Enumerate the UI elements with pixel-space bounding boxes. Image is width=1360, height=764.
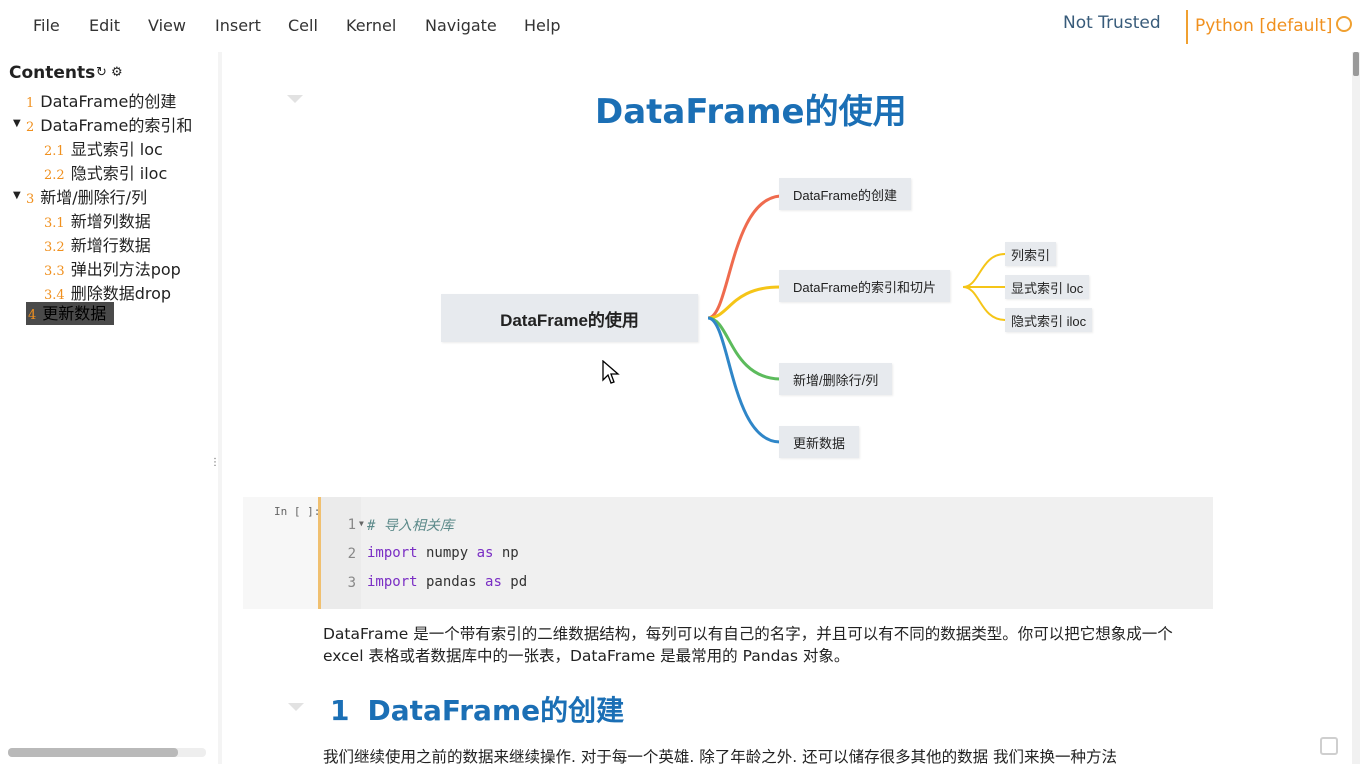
toc-item-1[interactable]: 1 DataFrame的创建 [26,88,176,112]
mindmap-leaf-loc: 显式索引 loc [1005,275,1090,299]
notebook-left-border [218,52,222,764]
toc-item-number: 4 [28,308,37,323]
toc-item-label: 新增行数据 [70,236,151,255]
toc-item-4-active[interactable]: 4 更新数据 [26,302,114,325]
toc-item-number: 2 [26,120,35,135]
mouse-cursor-icon [602,360,620,384]
intro-paragraph: DataFrame 是一个带有索引的二维数据结构，每列可以有自己的名字，并且可以… [323,625,1173,665]
code-editor[interactable] [318,497,1213,609]
toc-item-label: DataFrame的创建 [40,92,177,111]
code-line-3: import pandas as pd [367,574,528,590]
toc-item-3-3[interactable]: 3.3 弹出列方法pop [44,256,181,280]
kernel-separator [1186,10,1188,44]
sub-line-col-index [962,253,1006,288]
toc-item-label: 删除数据drop [70,284,172,303]
toc-item-number: 1 [26,96,35,111]
toc-item-number: 3.3 [44,264,65,279]
caret-down-icon[interactable]: ▼ [13,190,21,201]
toc-item-2-1[interactable]: 2.1 显式索引 loc [44,136,163,160]
mindmap-node-update: 更新数据 [779,426,860,458]
toc-item-label: 新增列数据 [70,212,151,231]
section-paragraph: 我们继续使用之前的数据来继续操作. 对于每一个英雄. 除了年龄之外. 还可以储存… [323,748,1117,764]
line-number: 1 [347,517,356,533]
notebook-title: DataFrame的使用 [595,92,907,132]
code-line-2: import numpy as np [367,545,519,561]
mindmap-node-create: DataFrame的创建 [779,178,912,210]
toc-sidebar: Contents ↻ ⚙ 1 DataFrame的创建 ▼ 2 DataFrame的… [0,52,220,764]
fold-arrow-icon[interactable]: ▼ [359,519,364,528]
menu-insert[interactable]: Insert [215,16,261,35]
collapse-heading-icon[interactable] [288,703,304,711]
toc-item-2-2[interactable]: 2.2 隐式索引 iloc [44,160,167,184]
cell-prompt: In [ ]: [274,505,321,518]
menu-cell[interactable]: Cell [288,16,318,35]
mindmap-leaf-iloc: 隐式索引 iloc [1005,308,1093,332]
gear-icon[interactable]: ⚙ [111,65,123,80]
mindmap-leaf-col-index: 列索引 [1005,242,1057,266]
toc-item-number: 3 [26,192,35,207]
toc-item-label: 弹出列方法pop [70,260,181,279]
vertical-scroll-track[interactable] [1352,52,1360,764]
toc-item-label: 隐式索引 iloc [70,164,168,183]
toc-item-number: 2.1 [44,144,65,159]
toc-item-3-1[interactable]: 3.1 新增列数据 [44,208,151,232]
sub-line-iloc [962,286,1006,321]
toc-item-label: 更新数据 [42,304,107,323]
menu-edit[interactable]: Edit [89,16,120,35]
not-trusted-button[interactable]: Not Trusted [1063,13,1161,33]
toc-item-number: 3.1 [44,216,65,231]
mindmap-root-node: DataFrame的使用 [441,294,698,342]
toc-item-number: 3.4 [44,288,65,303]
menubar: File Edit View Insert Cell Kernel Naviga… [0,0,1360,52]
kernel-idle-icon [1336,16,1352,32]
toc-item-label: DataFrame的索引和 [40,116,193,135]
menu-file[interactable]: File [33,16,60,35]
notebook-area [218,52,1352,764]
toc-item-number: 2.2 [44,168,65,183]
toc-item-label: 新增/删除行/列 [40,188,148,207]
toc-item-2[interactable]: 2 DataFrame的索引和 [26,112,192,136]
kernel-name[interactable]: Python [default] [1195,16,1333,36]
line-number: 3 [347,575,356,591]
mindmap-node-add-delete: 新增/删除行/列 [779,363,893,395]
branch-line-update [707,316,781,444]
toc-item-3-2[interactable]: 3.2 新增行数据 [44,232,151,256]
caret-down-icon[interactable]: ▼ [13,118,21,129]
toc-item-number: 3.2 [44,240,65,255]
mindmap-image: DataFrame的使用 DataFrame的创建 DataFrame的索引和切… [430,170,1130,470]
line-number-gutter [321,497,361,609]
scroll-to-top-icon[interactable] [1320,737,1338,755]
branch-line-index [707,285,781,320]
toc-item-3[interactable]: 3 新增/删除行/列 [26,184,147,208]
mindmap-connectors [707,194,1006,444]
mindmap-node-index: DataFrame的索引和切片 [779,270,951,302]
menu-kernel[interactable]: Kernel [346,16,397,35]
branch-line-create [707,194,781,320]
vertical-scrollbar-thumb[interactable] [1353,52,1359,76]
refresh-icon[interactable]: ↻ [96,65,107,80]
toc-item-3-4[interactable]: 3.4 删除数据drop [44,280,171,304]
collapse-heading-icon[interactable] [287,95,303,103]
menu-navigate[interactable]: Navigate [425,16,497,35]
line-number: 2 [347,546,356,562]
toc-horizontal-scrollbar[interactable] [8,748,178,757]
code-comment: # 导入相关库 [367,518,454,534]
toc-title: Contents [9,63,96,83]
menu-help[interactable]: Help [524,16,561,35]
toc-item-label: 显式索引 loc [70,140,163,159]
resize-handle-icon[interactable]: ⋮ [210,457,220,468]
toc-tools: ↻ ⚙ [96,65,123,80]
menu-view[interactable]: View [148,16,186,35]
